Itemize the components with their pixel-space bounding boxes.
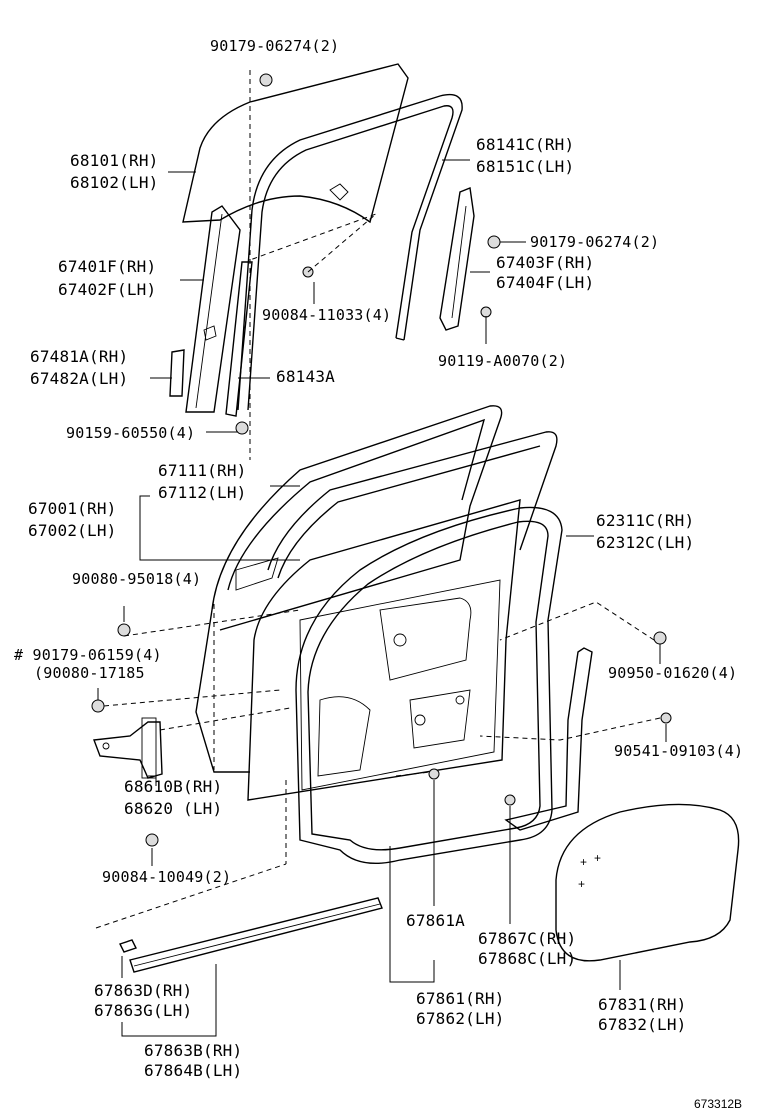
label-67481a: 67481A(RH) xyxy=(30,347,128,366)
rear-lower-frame xyxy=(439,187,475,331)
part-labels: 90179-06274(2) 68101(RH) 68102(LH) 68141… xyxy=(14,37,743,1111)
label-67111: 67111(RH) xyxy=(158,461,247,480)
diagram-id: 673312B xyxy=(694,1097,742,1111)
label-67404f: 67404F(LH) xyxy=(496,273,594,292)
label-68151c: 68151C(LH) xyxy=(476,157,574,176)
label-67482a: 67482A(LH) xyxy=(30,369,128,388)
svg-text:+: + xyxy=(580,855,587,869)
label-67863g: 67863G(LH) xyxy=(94,1001,192,1020)
label-67002: 67002(LH) xyxy=(28,521,117,540)
fasteners xyxy=(91,73,672,847)
label-90084-10049: 90084-10049(2) xyxy=(102,868,231,886)
label-90950-01620: 90950-01620(4) xyxy=(608,664,737,682)
small-strip xyxy=(169,349,185,397)
lower-weatherstrip xyxy=(504,647,593,831)
label-67402f: 67402F(LH) xyxy=(58,280,156,299)
label-67863d: 67863D(RH) xyxy=(94,981,192,1000)
svg-text:+: + xyxy=(594,851,601,865)
label-67001: 67001(RH) xyxy=(28,499,117,518)
label-67861a: 67861A xyxy=(406,911,465,930)
label-90080-17185: (90080-17185 xyxy=(34,664,145,682)
label-68101: 68101(RH) xyxy=(70,151,159,170)
label-90179-06274-right: 90179-06274(2) xyxy=(530,233,659,251)
label-67861: 67861(RH) xyxy=(416,989,505,1008)
run-channel xyxy=(237,93,463,411)
label-90179-06159: # 90179-06159(4) xyxy=(14,646,162,664)
label-67831: 67831(RH) xyxy=(598,995,687,1014)
label-67864b: 67864B(LH) xyxy=(144,1061,242,1080)
belt-moulding xyxy=(119,897,383,973)
label-68620: 68620 (LH) xyxy=(124,799,222,818)
label-67403f: 67403F(RH) xyxy=(496,253,594,272)
label-68102: 68102(LH) xyxy=(70,173,159,192)
label-67832: 67832(LH) xyxy=(598,1015,687,1034)
label-62311c: 62311C(RH) xyxy=(596,511,694,530)
label-90080-95018: 90080-95018(4) xyxy=(72,570,201,588)
door-inner-panel xyxy=(247,499,521,801)
label-67401f: 67401F(RH) xyxy=(58,257,156,276)
label-90159-60550: 90159-60550(4) xyxy=(66,424,195,442)
label-67112: 67112(LH) xyxy=(158,483,247,502)
door-panel xyxy=(195,405,558,773)
label-68610b: 68610B(RH) xyxy=(124,777,222,796)
assembly-lines xyxy=(95,70,661,929)
label-90179-06274-top: 90179-06274(2) xyxy=(210,37,339,55)
label-62312c: 62312C(LH) xyxy=(596,533,694,552)
label-67868c: 67868C(LH) xyxy=(478,949,576,968)
label-67867c: 67867C(RH) xyxy=(478,929,576,948)
label-68143a: 68143A xyxy=(276,367,335,386)
label-67863b: 67863B(RH) xyxy=(144,1041,242,1060)
label-90084-11033: 90084-11033(4) xyxy=(262,306,391,324)
door-weatherstrip xyxy=(295,506,563,865)
trim-panel: + + + xyxy=(555,803,740,962)
division-bar xyxy=(185,205,253,417)
label-68141c: 68141C(RH) xyxy=(476,135,574,154)
label-67862: 67862(LH) xyxy=(416,1009,505,1028)
label-90541-09103: 90541-09103(4) xyxy=(614,742,743,760)
leader-lines xyxy=(97,159,667,1037)
label-90119-a0070: 90119-A0070(2) xyxy=(438,352,567,370)
door-hinge xyxy=(93,717,163,779)
door-glass xyxy=(182,63,409,224)
svg-text:+: + xyxy=(578,877,585,891)
